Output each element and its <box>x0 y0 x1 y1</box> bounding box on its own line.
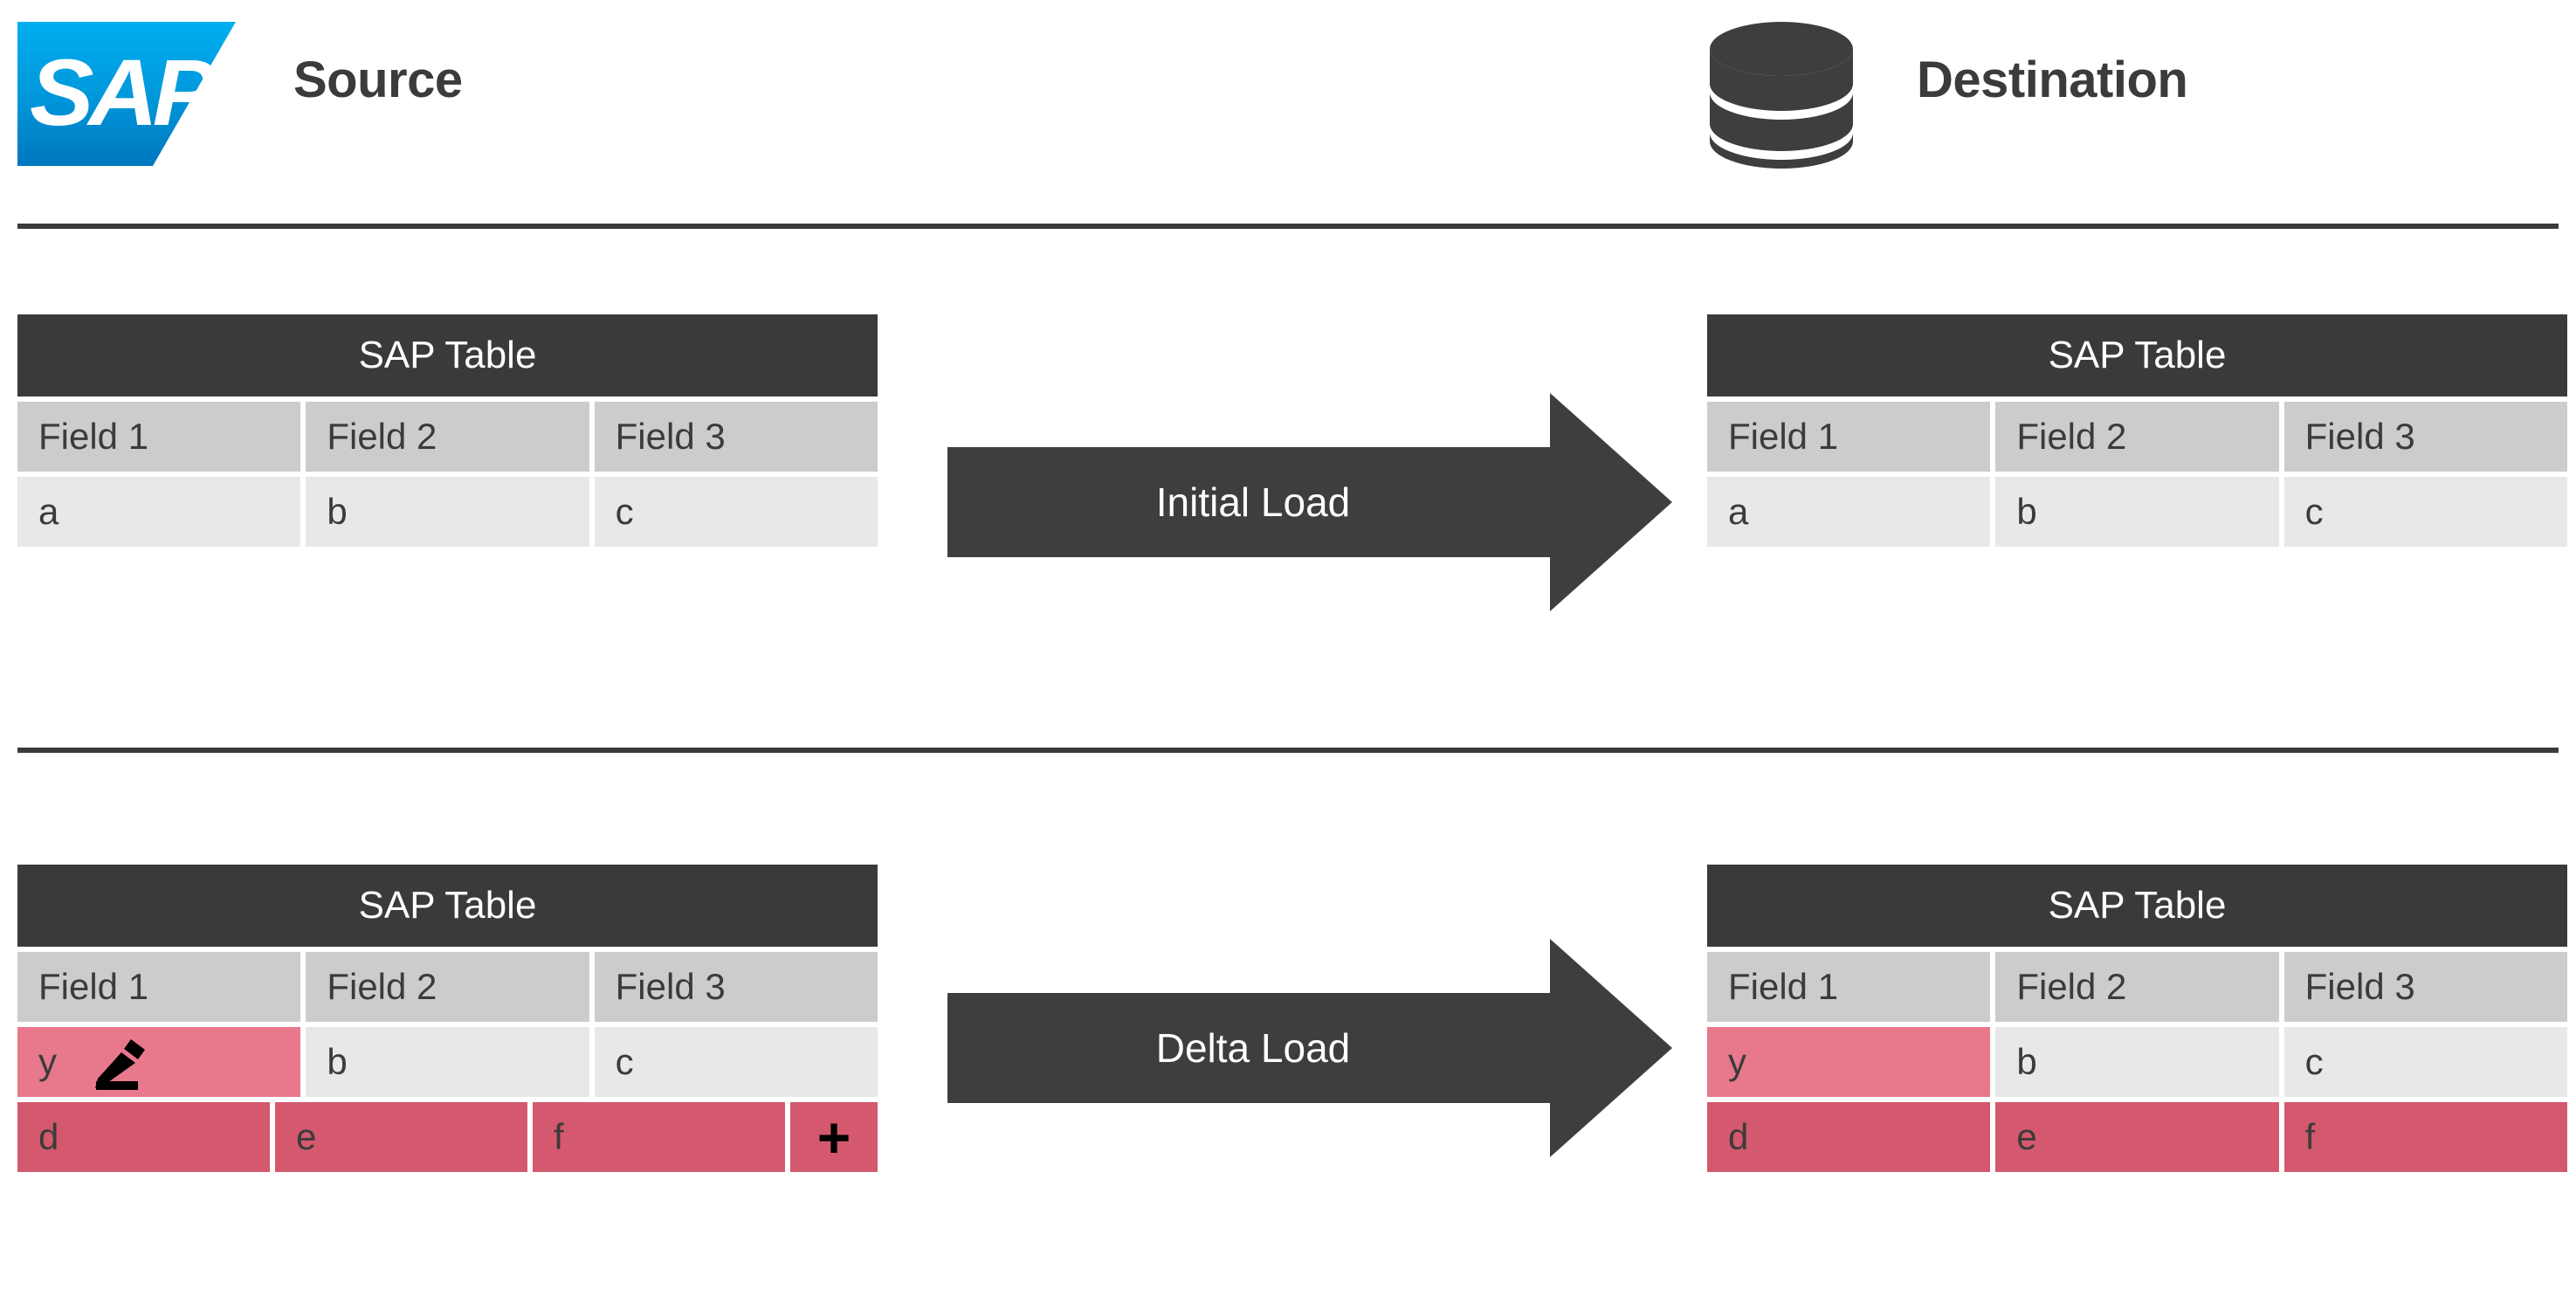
destination-table-initial: SAP Table Field 1 Field 2 Field 3 a b c <box>1707 314 2567 547</box>
table-cell: c <box>594 1027 878 1097</box>
source-table-initial: SAP Table Field 1 Field 2 Field 3 a b c <box>17 314 878 547</box>
table-title: SAP Table <box>17 865 878 947</box>
column-header: Field 3 <box>2283 952 2567 1022</box>
initial-load-arrow: Initial Load <box>947 393 1672 611</box>
column-header: Field 3 <box>594 402 878 472</box>
table-cell: a <box>1707 477 1991 547</box>
delta-load-arrow: Delta Load <box>947 939 1672 1157</box>
table-cell: a <box>17 477 301 547</box>
table-cell: f <box>533 1102 785 1172</box>
table-cell: b <box>1995 477 2279 547</box>
table-cell-value: y <box>38 1041 57 1082</box>
table-row-new: d e f + <box>17 1102 878 1172</box>
table-cell: b <box>1995 1027 2279 1097</box>
table-title: SAP Table <box>1707 314 2567 396</box>
column-header: Field 2 <box>1995 952 2279 1022</box>
column-header: Field 3 <box>594 952 878 1022</box>
table-cell: b <box>306 1027 589 1097</box>
table-header-row: Field 1 Field 2 Field 3 <box>1707 402 2567 472</box>
column-header: Field 1 <box>17 952 301 1022</box>
destination-table-delta: SAP Table Field 1 Field 2 Field 3 y b c … <box>1707 865 2567 1172</box>
table-row: a b c <box>1707 477 2567 547</box>
table-header-row: Field 1 Field 2 Field 3 <box>17 952 878 1022</box>
table-cell: b <box>306 477 589 547</box>
table-cell: d <box>17 1102 270 1172</box>
table-cell: d <box>1707 1102 1991 1172</box>
table-cell: e <box>275 1102 527 1172</box>
divider-middle <box>17 748 2559 753</box>
table-row-new: d e f <box>1707 1102 2567 1172</box>
plus-icon: + <box>816 1105 851 1169</box>
table-header-row: Field 1 Field 2 Field 3 <box>17 402 878 472</box>
table-title: SAP Table <box>17 314 878 396</box>
table-row: a b c <box>17 477 878 547</box>
column-header: Field 2 <box>1995 402 2279 472</box>
sap-logo: SAP <box>17 22 236 166</box>
table-cell-edited: y <box>17 1027 301 1097</box>
table-cell: e <box>1995 1102 2279 1172</box>
table-cell: y <box>1707 1027 1991 1097</box>
column-header: Field 2 <box>306 402 589 472</box>
pencil-edit-icon <box>86 1038 148 1091</box>
column-header: Field 1 <box>1707 402 1991 472</box>
source-heading: Source <box>293 52 463 108</box>
table-cell: f <box>2283 1102 2567 1172</box>
column-header: Field 1 <box>1707 952 1991 1022</box>
table-row-changed: y b c <box>1707 1027 2567 1097</box>
divider-top <box>17 224 2559 229</box>
table-cell: c <box>594 477 878 547</box>
column-header: Field 3 <box>2283 402 2567 472</box>
table-title: SAP Table <box>1707 865 2567 947</box>
table-cell: c <box>2283 477 2567 547</box>
column-header: Field 2 <box>306 952 589 1022</box>
table-cell: c <box>2283 1027 2567 1097</box>
table-row-changed: y b c <box>17 1027 878 1097</box>
column-header: Field 1 <box>17 402 301 472</box>
sap-logo-text: SAP <box>30 39 217 145</box>
table-header-row: Field 1 Field 2 Field 3 <box>1707 952 2567 1022</box>
destination-heading: Destination <box>1917 52 2188 108</box>
database-cylinder-icon <box>1707 19 1856 169</box>
source-table-delta: SAP Table Field 1 Field 2 Field 3 y b c … <box>17 865 878 1172</box>
add-row-badge: + <box>790 1102 878 1172</box>
